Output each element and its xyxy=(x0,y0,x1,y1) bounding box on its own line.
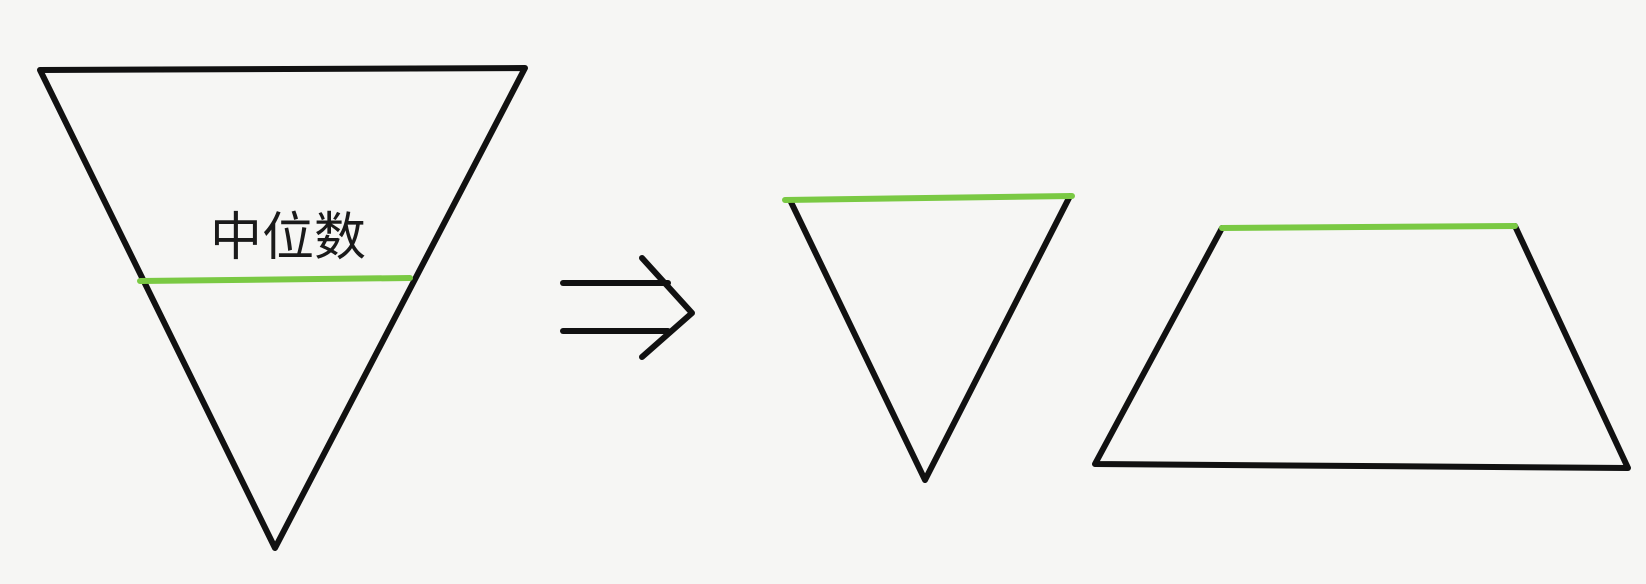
upper-part-triangle xyxy=(782,193,1075,483)
small-triangle-sides xyxy=(787,193,1073,483)
trapezoid-sides xyxy=(1092,223,1631,471)
small-triangle-top-median xyxy=(782,193,1075,203)
large-inverted-triangle xyxy=(37,65,528,551)
median-line xyxy=(137,275,413,284)
implies-arrow-icon xyxy=(560,255,695,360)
median-label: 中位数 xyxy=(210,208,366,268)
lower-part-trapezoid xyxy=(1092,223,1631,471)
trapezoid-top-median xyxy=(1219,223,1518,231)
large-triangle-outline xyxy=(37,65,528,551)
